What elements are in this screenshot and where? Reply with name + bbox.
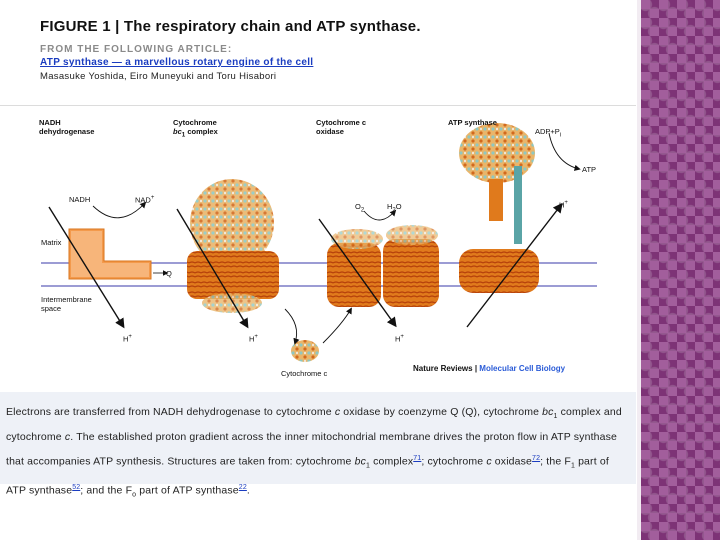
intermembrane-label: Intermembrane space bbox=[41, 295, 92, 313]
cox-title-line1: Cytochrome c bbox=[316, 118, 366, 127]
from-article-label: FROM THE FOLLOWING ARTICLE: bbox=[40, 44, 630, 55]
intermembrane-line2: space bbox=[41, 304, 92, 313]
caption-text: ; cytochrome bbox=[421, 456, 486, 468]
caption-text: oxidase by coenzyme Q (Q), cytochrome bbox=[340, 406, 542, 418]
cytochrome-c-oxidase-title: Cytochrome c oxidase bbox=[316, 118, 366, 136]
figure-credit: Nature Reviews | Molecular Cell Biology bbox=[413, 364, 565, 373]
credit-section: Molecular Cell Biology bbox=[479, 364, 565, 373]
nad-text: NAD bbox=[135, 196, 151, 205]
caption-text: part of ATP synthase bbox=[136, 484, 239, 496]
adp-text: ADP+P bbox=[535, 127, 560, 136]
h2o-label: H2O bbox=[387, 202, 402, 216]
matrix-label: Matrix bbox=[41, 238, 61, 247]
nadh-dehydrogenase-title: NADH dehydrogenase bbox=[39, 118, 94, 136]
h-plus-label-1: H+ bbox=[123, 333, 132, 344]
h-sup: + bbox=[564, 200, 568, 206]
o2-label: O2 bbox=[355, 202, 364, 216]
reference-link-22[interactable]: 22 bbox=[239, 484, 247, 491]
caption-italic: bc bbox=[542, 406, 553, 418]
h2o-o: O bbox=[396, 202, 402, 211]
caption-text: ; the F bbox=[540, 456, 571, 468]
figure-caption: Electrons are transferred from NADH dehy… bbox=[6, 402, 631, 505]
h-plus-label-4: H+ bbox=[559, 199, 568, 210]
atp-synthase-title: ATP synthase bbox=[448, 118, 497, 127]
authors: Masasuke Yoshida, Eiro Muneyuki and Toru… bbox=[40, 71, 630, 82]
caption-text: complex bbox=[370, 456, 413, 468]
h-sup: + bbox=[400, 334, 404, 340]
nadh-title-line1: NADH bbox=[39, 118, 94, 127]
intermembrane-line1: Intermembrane bbox=[41, 295, 92, 304]
h-sup: + bbox=[254, 334, 258, 340]
bc1-italic: bc bbox=[173, 127, 182, 136]
atp-label: ATP bbox=[582, 165, 596, 174]
q-label: Q bbox=[166, 269, 172, 278]
figure-title: FIGURE 1 | The respiratory chain and ATP… bbox=[40, 18, 630, 35]
article-link[interactable]: ATP synthase — a marvellous rotary engin… bbox=[40, 57, 630, 68]
reference-link-72[interactable]: 72 bbox=[532, 455, 540, 462]
figure-heading: FIGURE 1 | The respiratory chain and ATP… bbox=[40, 18, 630, 82]
h-sup: + bbox=[128, 334, 132, 340]
caption-text: . bbox=[247, 484, 250, 496]
figure-illustration bbox=[27, 111, 611, 381]
divider bbox=[0, 105, 636, 106]
adp-pi-label: ADP+Pi bbox=[535, 127, 561, 141]
h-plus-label-2: H+ bbox=[249, 333, 258, 344]
bc1-title-line1: Cytochrome bbox=[173, 118, 218, 127]
caption-text: oxidase bbox=[492, 456, 532, 468]
respiratory-chain-figure: NADH dehydrogenase Cytochrome bc1 comple… bbox=[27, 111, 611, 381]
cytochrome-c-label: Cytochrome c bbox=[281, 369, 327, 378]
caption-text: Electrons are transferred from NADH dehy… bbox=[6, 406, 335, 418]
nad-sup: + bbox=[151, 195, 155, 201]
caption-text: ; and the F bbox=[80, 484, 132, 496]
bc1-title-line2: bc1 complex bbox=[173, 127, 218, 140]
nadh-label: NADH bbox=[69, 195, 90, 204]
bc1-complex-title: Cytochrome bc1 complex bbox=[173, 118, 218, 140]
h-plus-label-3: H+ bbox=[395, 333, 404, 344]
bc1-complex-word: complex bbox=[185, 127, 218, 136]
caption-italic: bc bbox=[355, 456, 366, 468]
pi-sub: i bbox=[560, 133, 561, 139]
nadh-title-line2: dehydrogenase bbox=[39, 127, 94, 136]
decorative-side-panel bbox=[641, 0, 720, 540]
credit-journal: Nature Reviews bbox=[413, 364, 473, 373]
cox-title-line2: oxidase bbox=[316, 127, 366, 136]
nad-plus-label: NAD+ bbox=[135, 194, 154, 205]
o2-sub: 2 bbox=[361, 208, 364, 214]
